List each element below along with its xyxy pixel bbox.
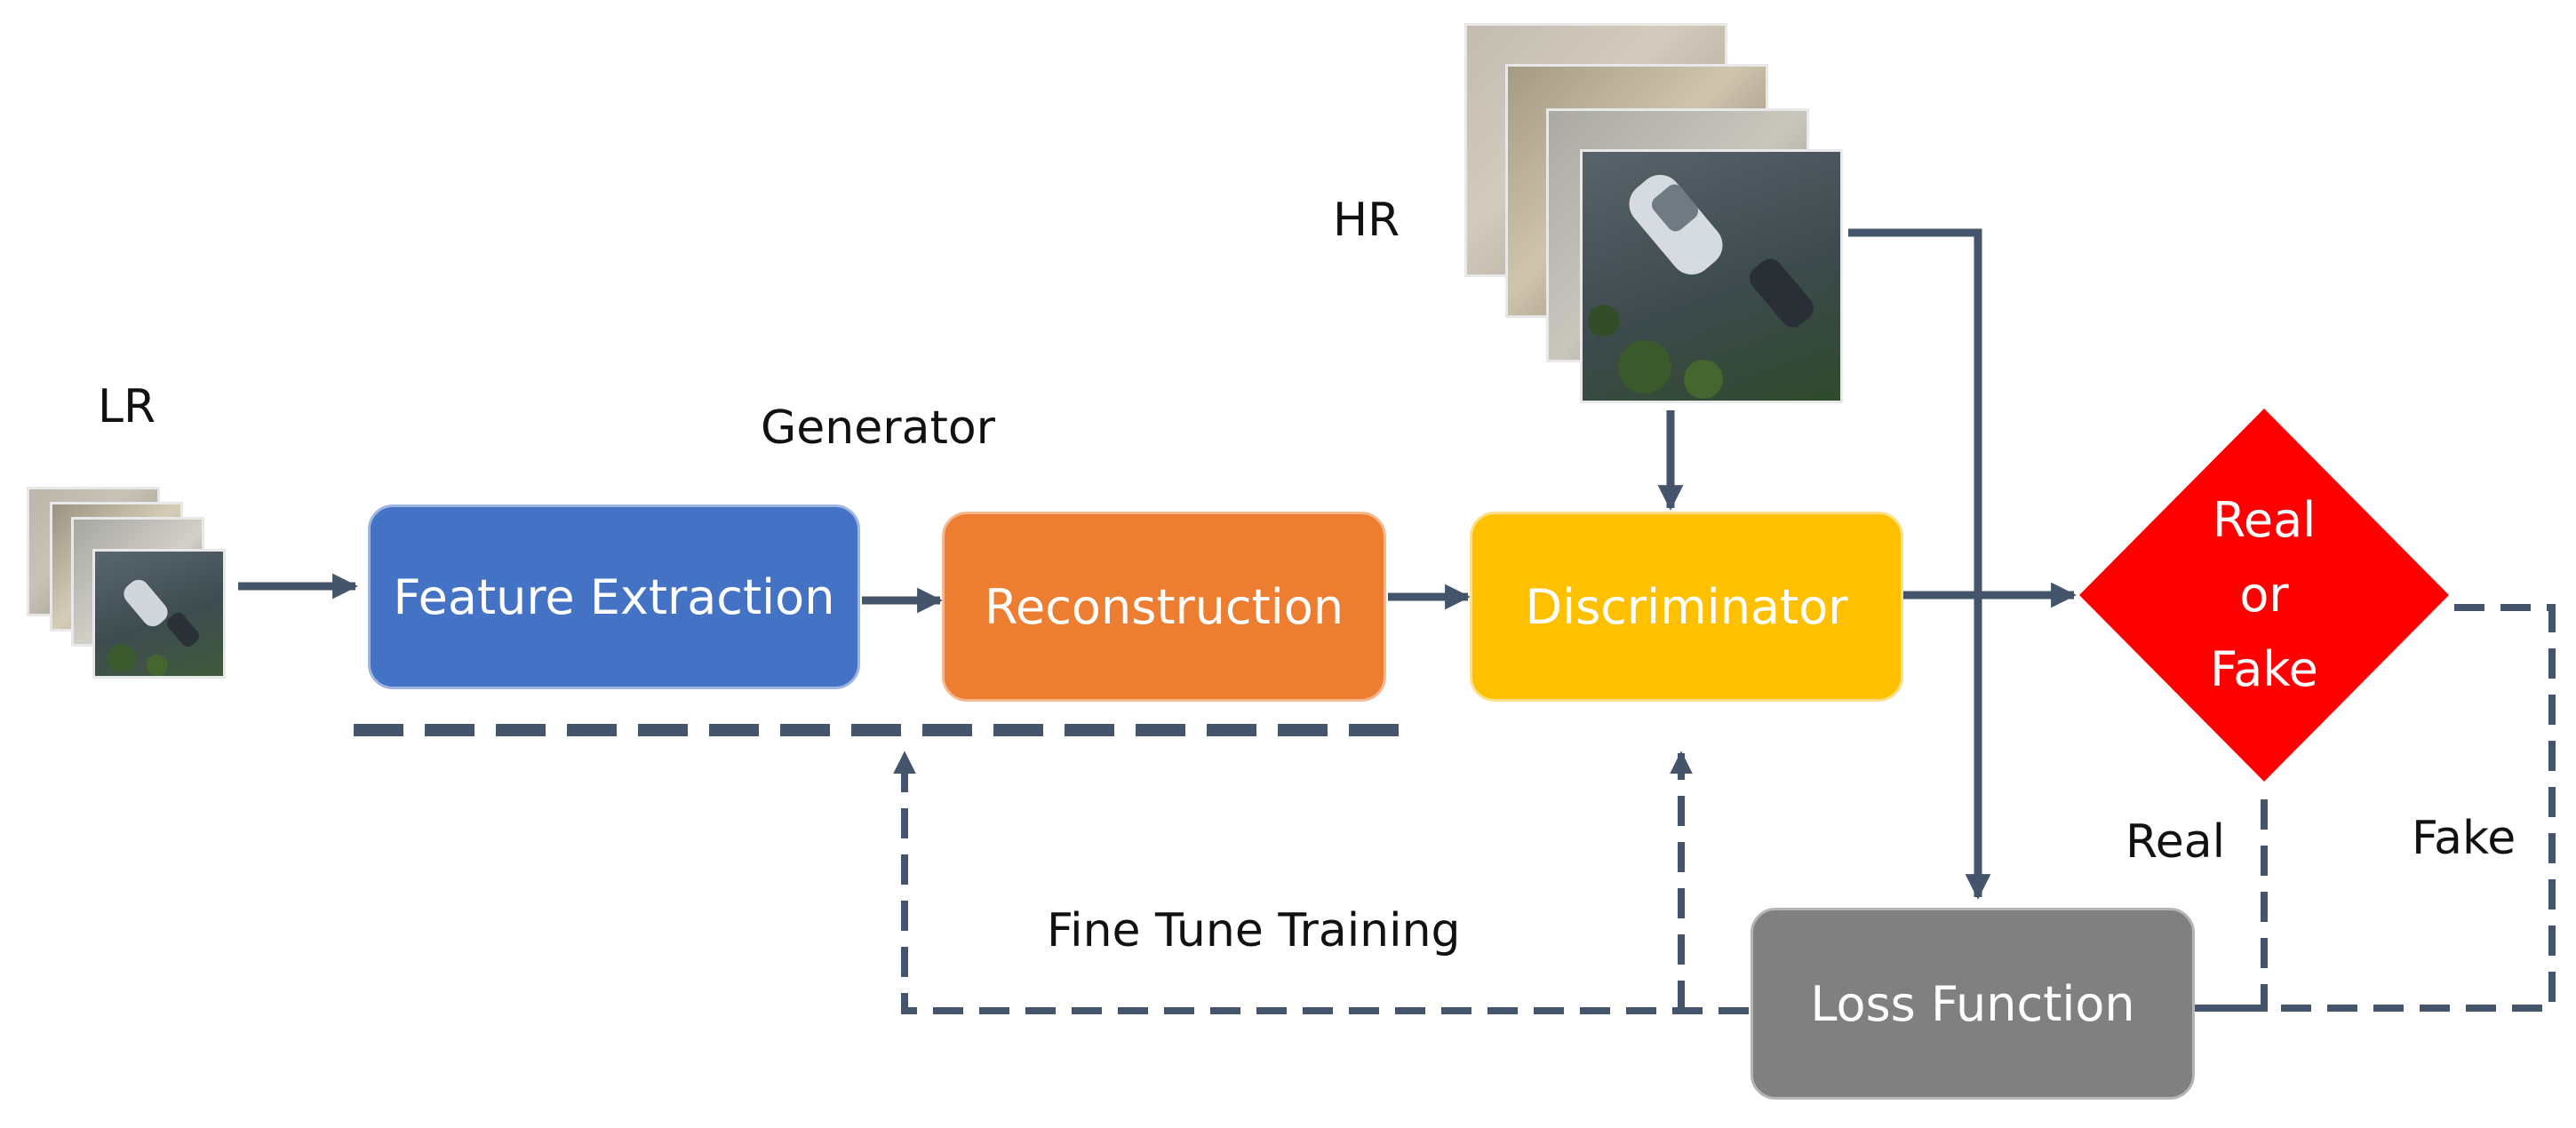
hr-tile-4: [1580, 149, 1843, 403]
fake-label: Fake: [2412, 812, 2516, 865]
decision-line-real: Real: [2212, 492, 2317, 548]
hr-label: HR: [1333, 194, 1400, 247]
lr-tile-4: [92, 549, 226, 679]
car-icon: [1588, 174, 1814, 399]
dashed-fake-path: [2195, 604, 2556, 1012]
decision-diamond: [2079, 409, 2449, 782]
generator-label: Generator: [761, 401, 996, 455]
arrow-hr-to-loss: [1848, 228, 1991, 900]
feature-extraction-box: Feature Extraction: [368, 504, 860, 689]
car-icon: [108, 579, 200, 676]
fine-tune-label: Fine Tune Training: [1047, 904, 1461, 957]
loss-function-box: Loss Function: [1751, 908, 2195, 1100]
decision-line-fake: Fake: [2210, 641, 2318, 697]
real-label: Real: [2125, 815, 2226, 869]
lr-label: LR: [98, 380, 156, 433]
decision-text: Real or Fake: [2131, 483, 2397, 707]
discriminator-box: Discriminator: [1470, 512, 1903, 702]
dashed-loss-to-generator: [893, 751, 1749, 1014]
reconstruction-box: Reconstruction: [942, 512, 1386, 702]
decision-line-or: or: [2239, 567, 2289, 623]
